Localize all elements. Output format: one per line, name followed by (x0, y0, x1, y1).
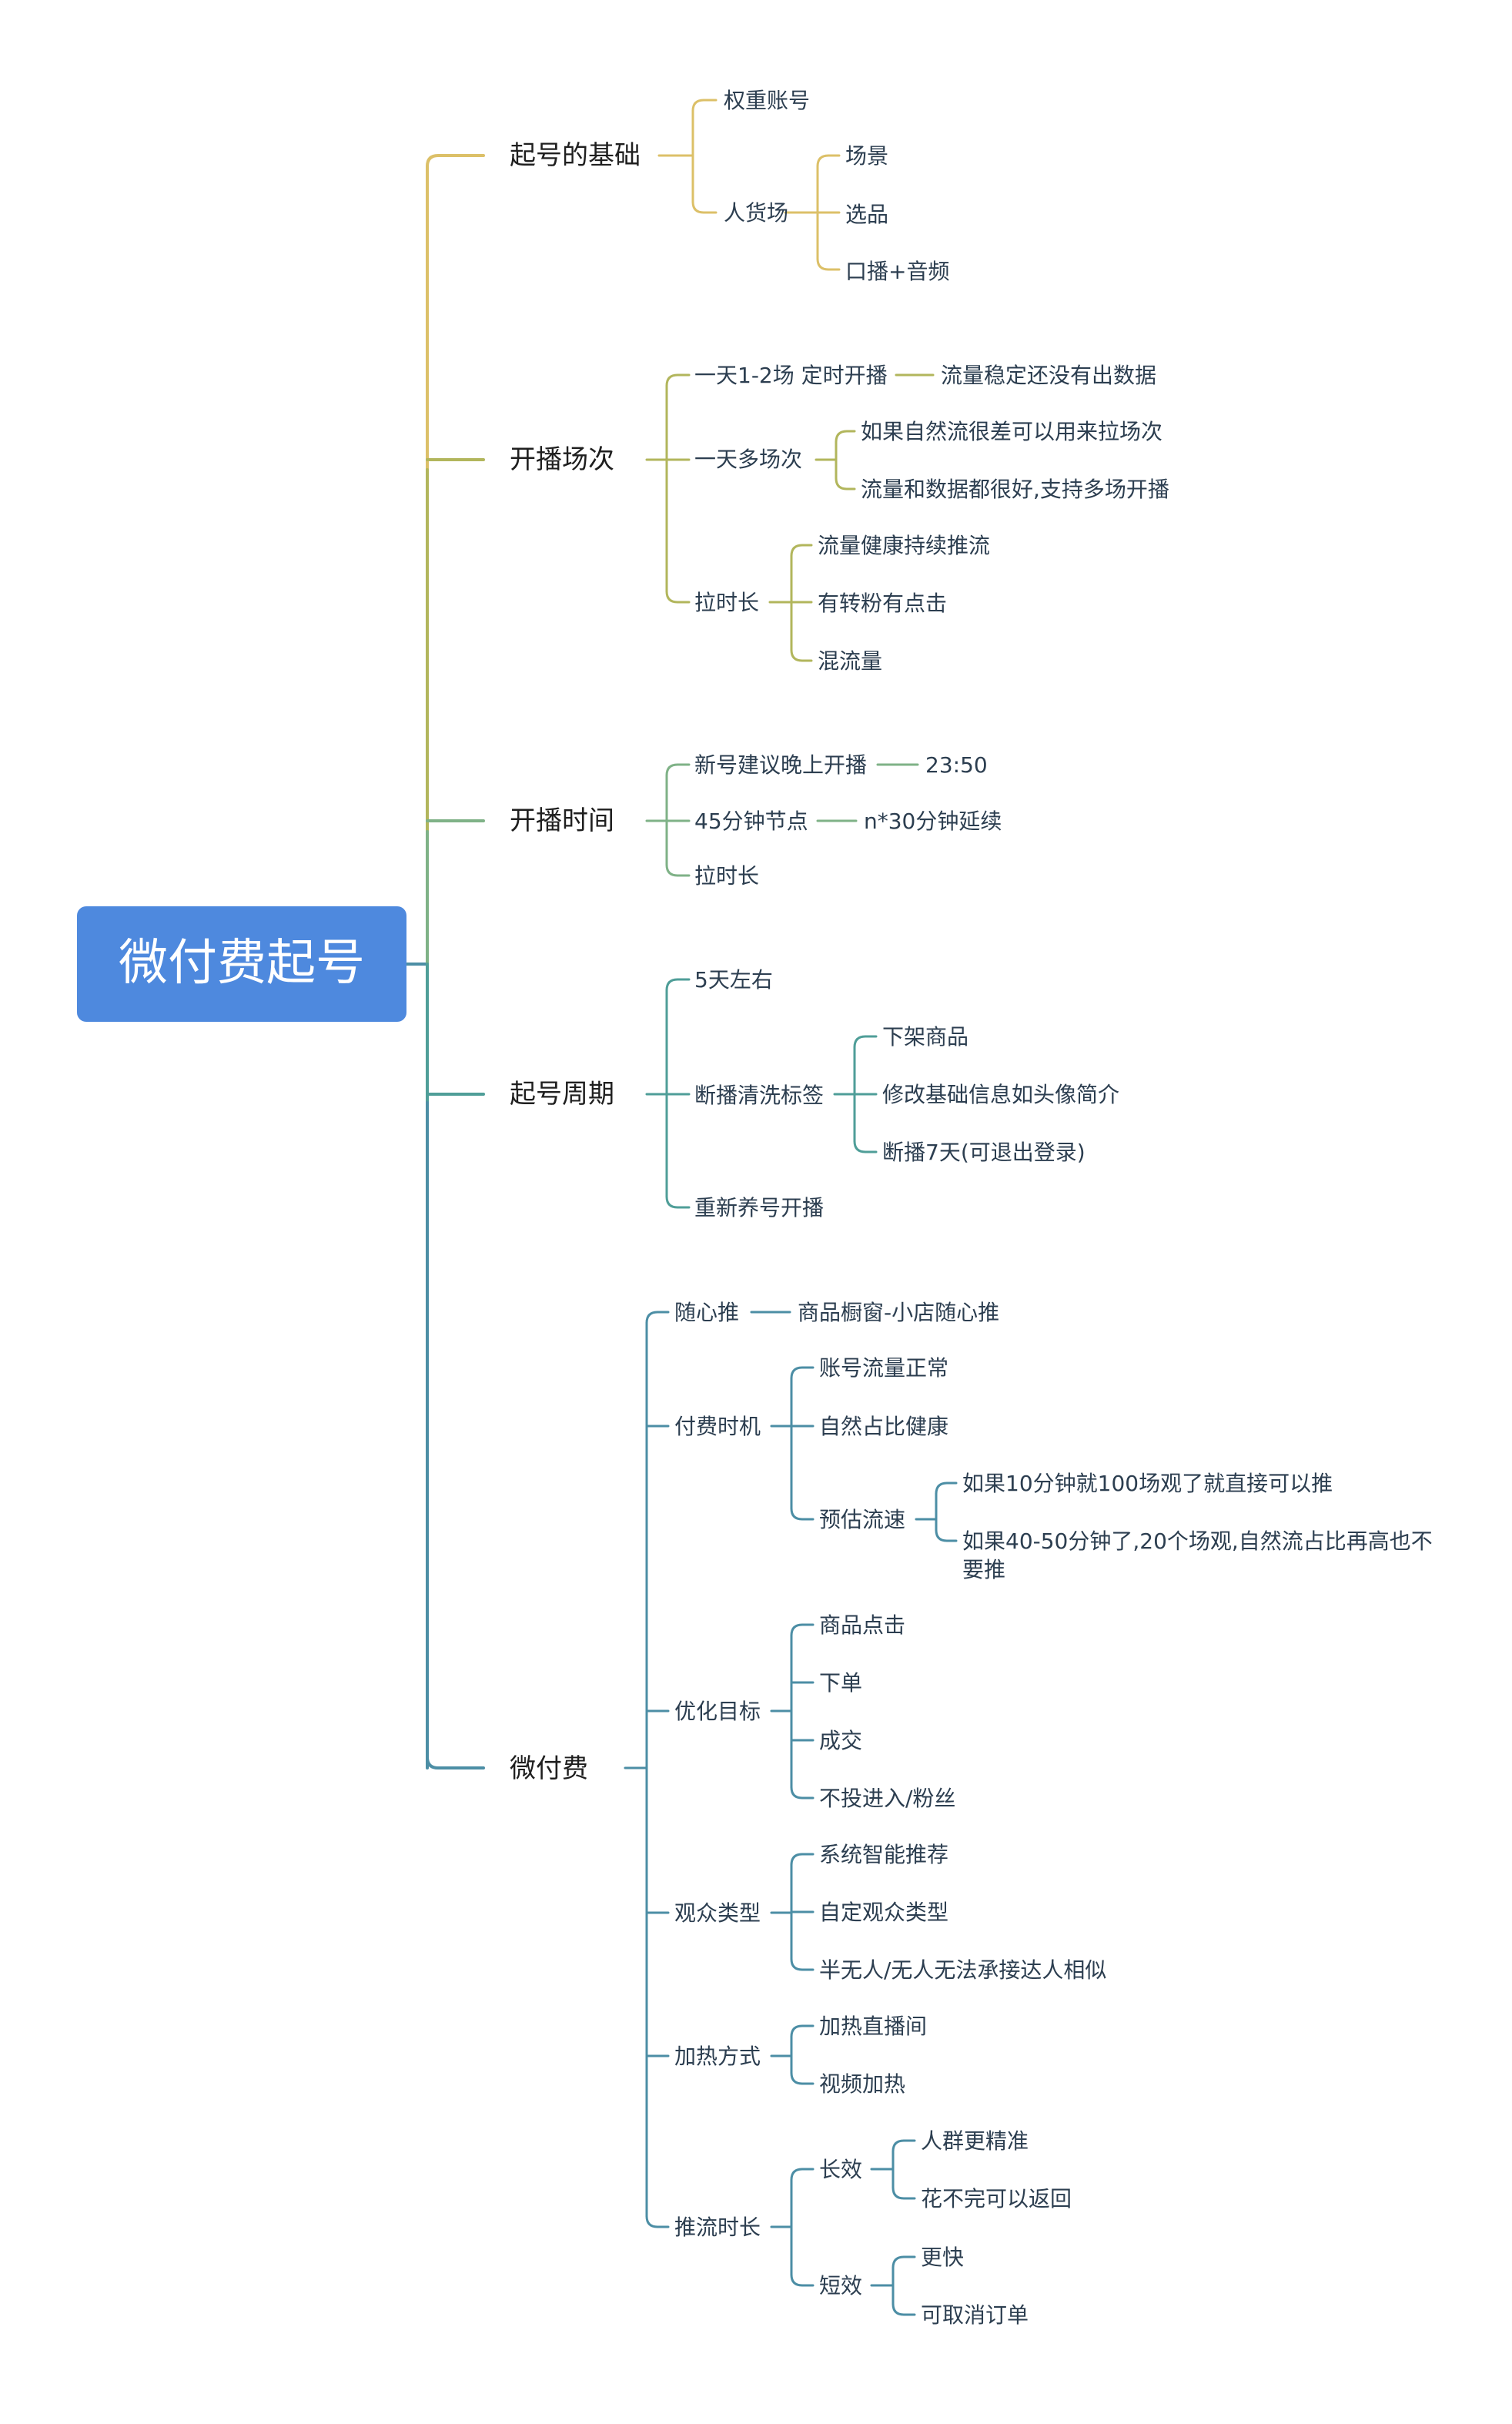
subtopic-label[interactable]: 修改基础信息如头像简介 (882, 1082, 1119, 1107)
subtopic-label[interactable]: 断播7天(可退出登录) (882, 1140, 1085, 1165)
topic-label[interactable]: 重新养号开播 (694, 1195, 824, 1220)
subtopic-label[interactable]: 成交 (819, 1728, 862, 1753)
detail-label[interactable]: 如果10分钟就100场观了就直接可以推 (962, 1471, 1333, 1496)
branch-label[interactable]: 起号的基础 (510, 140, 641, 171)
connector-line (835, 477, 856, 490)
topic-label[interactable]: 45分钟节点 (694, 809, 808, 834)
topic-label[interactable]: 一天1-2场 定时开播 (694, 363, 888, 388)
subtopic-label[interactable]: 流量稳定还没有出数据 (941, 363, 1156, 388)
subtopic-label[interactable]: 商品橱窗-小店随心推 (798, 1300, 999, 1325)
subtopic-label[interactable]: n*30分钟延续 (864, 809, 1002, 834)
branch-label[interactable]: 开播时间 (510, 805, 614, 836)
connector-line (790, 1786, 815, 1800)
topic-label[interactable]: 新号建议晚上开播 (694, 752, 867, 778)
branch-label[interactable]: 开播场次 (510, 444, 614, 475)
connector-line (645, 1311, 670, 1324)
topic-label[interactable]: 拉时长 (694, 590, 759, 615)
detail-label[interactable]: 更快 (921, 2245, 964, 2270)
subtopic-label[interactable]: 下架商品 (882, 1024, 968, 1050)
subtopic-label[interactable]: 口播+音频 (845, 259, 949, 284)
subtopic-label[interactable]: 23:50 (925, 752, 988, 778)
subtopic-label[interactable]: 自然占比健康 (819, 1414, 948, 1439)
connector-line (790, 1623, 815, 1637)
connector-line (835, 430, 856, 444)
connector-line (665, 978, 691, 992)
connector-line (790, 1853, 815, 1867)
detail-label[interactable]: 花不完可以返回 (921, 2186, 1072, 2211)
connector-line (790, 2168, 815, 2181)
connector-line (645, 2215, 670, 2228)
subtopic-label[interactable]: 半无人/无人无法承接达人相似 (819, 1957, 1106, 1983)
detail-label[interactable]: 可取消订单 (921, 2302, 1029, 2328)
subtopic-label[interactable]: 流量健康持续推流 (818, 533, 990, 558)
detail-label[interactable]: 人群更精准 (921, 2128, 1029, 2154)
connector-line (790, 2071, 815, 2085)
topic-label[interactable]: 观众类型 (674, 1900, 761, 1926)
subtopic-label[interactable]: 选品 (845, 202, 888, 227)
connector-line (691, 200, 718, 214)
topic-label[interactable]: 付费时机 (674, 1414, 761, 1439)
subtopic-label[interactable]: 有转粉有点击 (818, 591, 947, 616)
connector-line (891, 2186, 916, 2200)
connector-line (790, 648, 813, 662)
topic-label[interactable]: 优化目标 (674, 1699, 761, 1724)
connector-line (853, 1140, 878, 1153)
connector-line (691, 99, 718, 112)
subtopic-label[interactable]: 长效 (819, 2157, 862, 2182)
connector-line (790, 544, 813, 557)
topic-label[interactable]: 5天左右 (694, 967, 773, 993)
connector-line (665, 373, 691, 387)
connector-line (426, 1756, 485, 1769)
topic-label[interactable]: 随心推 (674, 1300, 739, 1325)
subtopic-label[interactable]: 视频加热 (819, 2071, 905, 2097)
subtopic-label[interactable]: 混流量 (818, 648, 882, 674)
connector-line (790, 2273, 815, 2287)
topic-label[interactable]: 一天多场次 (694, 447, 802, 472)
connector-line (790, 1507, 815, 1521)
subtopic-label[interactable]: 系统智能推荐 (819, 1842, 948, 1867)
subtopic-label[interactable]: 流量和数据都很好,支持多场开播 (861, 477, 1169, 502)
subtopic-label[interactable]: 短效 (819, 2273, 862, 2298)
connector-line (891, 2139, 916, 2153)
subtopic-label[interactable]: 如果自然流很差可以用来拉场次 (861, 419, 1162, 444)
topic-label[interactable]: 断播清洗标签 (694, 1083, 824, 1108)
connector-line (665, 863, 691, 877)
topic-label[interactable]: 拉时长 (694, 863, 759, 889)
connector-line (665, 763, 691, 777)
branch-label[interactable]: 起号周期 (510, 1079, 614, 1110)
connector-line (665, 1195, 691, 1209)
connector-line (853, 1035, 878, 1049)
subtopic-label[interactable]: 场景 (845, 143, 888, 169)
topic-label[interactable]: 权重账号 (724, 88, 810, 113)
subtopic-label[interactable]: 商品点击 (819, 1612, 905, 1638)
connector-line (790, 1366, 815, 1380)
connector-line (816, 257, 841, 271)
subtopic-label[interactable]: 不投进入/粉丝 (819, 1786, 955, 1811)
detail-label[interactable]: 如果40-50分钟了,20个场观,自然流占比再高也不 (962, 1528, 1433, 1554)
connector-lines (405, 99, 958, 2316)
root-node[interactable] (77, 906, 406, 1022)
topic-label[interactable]: 加热方式 (674, 2044, 761, 2069)
subtopic-label[interactable]: 自定观众类型 (819, 1900, 948, 1925)
branch-label[interactable]: 微付费 (510, 1753, 588, 1784)
topic-label[interactable]: 推流时长 (674, 2215, 761, 2240)
connector-line (935, 1482, 958, 1495)
root-label: 微付费起号 (119, 935, 365, 992)
detail-label-continued[interactable]: 要推 (962, 1557, 1005, 1582)
topic-label[interactable]: 人货场 (724, 200, 788, 226)
subtopic-label[interactable]: 预估流速 (819, 1507, 905, 1532)
connector-line (426, 154, 485, 168)
connector-line (891, 2255, 916, 2269)
subtopic-label[interactable]: 账号流量正常 (819, 1355, 948, 1381)
connector-line (665, 590, 691, 604)
connector-line (891, 2302, 916, 2316)
subtopic-label[interactable]: 加热直播间 (819, 2014, 927, 2039)
connector-line (790, 1957, 815, 1971)
connector-line (816, 154, 841, 168)
subtopic-label[interactable]: 下单 (819, 1670, 862, 1696)
connector-line (790, 2024, 815, 2038)
connector-line (935, 1528, 958, 1542)
